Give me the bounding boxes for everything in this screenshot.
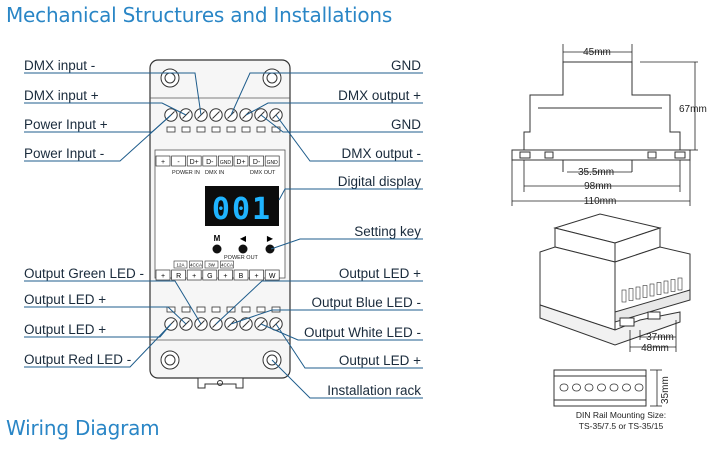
- terminal-slot: [211, 306, 221, 313]
- label-installation-rack: Installation rack: [327, 383, 421, 398]
- bottom-terminal-label: +: [223, 273, 227, 280]
- key-label-left: ◀: [240, 234, 247, 243]
- top-terminal-label: D-: [253, 159, 261, 166]
- top-terminal-label: -: [177, 159, 180, 166]
- terminal-slot: [256, 126, 266, 133]
- terminal-slot: [181, 306, 191, 313]
- leader-lines: [24, 72, 423, 399]
- label-output-green-led: Output Green LED -: [24, 266, 145, 281]
- dim-110mm: 110mm: [584, 196, 617, 207]
- dim-37mm: 37mm: [646, 332, 674, 343]
- top-terminal-label: +: [161, 159, 165, 166]
- terminal-slot: [196, 126, 206, 133]
- terminal-slot: [241, 126, 251, 133]
- label-output-white-led: Output White LED -: [303, 325, 421, 340]
- label-output-led-plus-1: Output LED +: [24, 292, 107, 307]
- label-output-led-plus-3: Output LED +: [338, 266, 421, 281]
- label-dmx-input-plus: DMX input +: [24, 88, 99, 103]
- bottom-terminal-label: G: [207, 273, 212, 280]
- label-output-blue-led: Output Blue LED -: [311, 295, 421, 310]
- terminal-slot: [256, 306, 266, 313]
- label-gnd-2: GND: [391, 117, 421, 132]
- side-view: [511, 61, 691, 172]
- dim-48mm: 48mm: [641, 343, 669, 354]
- bottom-terminal-tag: 12A: [176, 263, 184, 268]
- bottom-terminal-labels: + R + G + B + W: [155, 269, 280, 281]
- din-rail: [553, 369, 647, 407]
- bottom-terminal-label: W: [269, 273, 276, 280]
- label-output-led-plus-2: Output LED +: [24, 322, 107, 337]
- m-key-button[interactable]: [212, 244, 222, 254]
- rail-note-line1: DIN Rail Mounting Size:: [575, 410, 667, 420]
- dmx-out-label: DMX OUT: [250, 170, 276, 176]
- bottom-terminal-label: +: [161, 273, 165, 280]
- top-terminal-label: D-: [206, 159, 214, 166]
- dmx-in-label: DMX IN: [205, 170, 224, 176]
- top-terminal-label: D+: [190, 159, 199, 166]
- label-dmx-output-minus: DMX output -: [341, 146, 421, 161]
- key-label-right: ▶: [267, 234, 274, 243]
- bottom-terminal-tags: 12A 4CCA 3W 4CCA: [173, 260, 234, 269]
- device-front: + - D+ D- GND D+ D- GND POWER IN DMX IN DMX OUT…: [149, 59, 291, 389]
- label-dmx-output-plus: DMX output +: [338, 88, 421, 103]
- label-output-led-plus-4: Output LED +: [338, 353, 421, 368]
- rail-note-line2: TS-35/7.5 or TS-35/15: [578, 421, 664, 431]
- label-dmx-input-minus: DMX input -: [24, 58, 96, 73]
- mount-hole-icon: [262, 68, 282, 88]
- terminal-slot: [226, 126, 236, 133]
- label-digital-display: Digital display: [337, 174, 421, 189]
- label-gnd-1: GND: [391, 58, 421, 73]
- terminal-slot: [241, 306, 251, 313]
- digital-display: [205, 186, 279, 226]
- key-label-m: M: [214, 234, 221, 243]
- bottom-terminal-label: +: [255, 273, 259, 280]
- bottom-terminal-label: +: [192, 273, 196, 280]
- mount-hole-icon: [160, 350, 180, 370]
- dim-35mm: 35mm: [660, 376, 671, 404]
- heading-wiring: Wiring Diagram: [6, 416, 160, 440]
- terminal-slot: [196, 306, 206, 313]
- dimension-lines: [511, 44, 698, 206]
- top-terminal-label: GND: [220, 160, 232, 166]
- mount-hole-icon: [160, 68, 180, 88]
- power-in-label: POWER IN: [172, 170, 200, 176]
- top-terminal-label: GND: [267, 160, 279, 166]
- heading-mechanical: Mechanical Structures and Installations: [6, 3, 393, 27]
- label-power-input-plus: Power Input +: [24, 117, 108, 132]
- dim-45mm: 45mm: [583, 47, 611, 58]
- bottom-terminal-label: B: [239, 273, 244, 280]
- dim-35-5mm: 35.5mm: [578, 167, 614, 178]
- display-readout: 001: [212, 192, 272, 227]
- dim-67mm: 67mm: [679, 104, 707, 115]
- left-key-button[interactable]: [238, 244, 248, 254]
- rail-dim: [650, 369, 662, 407]
- top-terminal-labels: + - D+ D- GND D+ D- GND: [155, 155, 280, 167]
- terminal-screw-icon[interactable]: [239, 317, 253, 331]
- bottom-terminal-tag: 4CCA: [190, 263, 202, 268]
- top-slot-row: [166, 126, 281, 133]
- label-power-input-minus: Power Input -: [24, 146, 105, 161]
- terminal-slot: [211, 126, 221, 133]
- label-setting-key: Setting key: [354, 224, 421, 239]
- bottom-terminal-label: R: [176, 273, 181, 280]
- device-3d-view: [539, 213, 691, 346]
- dimension-lines-3d: [629, 320, 677, 352]
- right-key-button[interactable]: [265, 244, 275, 254]
- terminal-screw-icon[interactable]: [209, 108, 223, 122]
- label-output-red-led: Output Red LED -: [24, 352, 132, 367]
- top-terminal-label: D+: [236, 159, 245, 166]
- bottom-terminal-tag: 4CCA: [221, 263, 233, 268]
- terminal-slot: [271, 126, 281, 133]
- power-out-label: POWER OUT: [224, 255, 259, 261]
- dim-98mm: 98mm: [584, 181, 612, 192]
- terminal-slot: [166, 126, 176, 133]
- terminal-slot: [181, 126, 191, 133]
- bottom-terminal-tag: 3W: [208, 263, 216, 268]
